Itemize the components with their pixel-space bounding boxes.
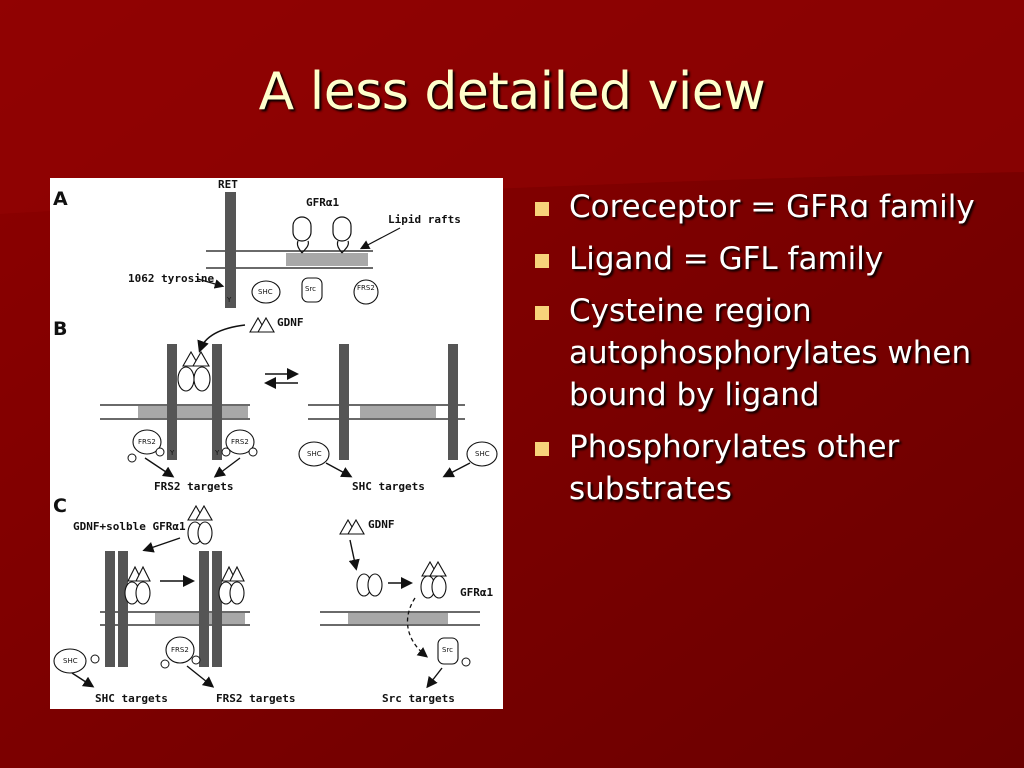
svg-text:Src: Src	[305, 285, 316, 293]
ret-label: RET	[218, 178, 238, 191]
square-bullet-icon	[535, 442, 549, 456]
svg-text:SHC: SHC	[63, 657, 78, 665]
bullet-item: Ligand = GFL family	[533, 238, 993, 280]
panel-c-membrane-right	[320, 612, 480, 625]
svg-text:FRS2: FRS2	[231, 438, 249, 446]
src-targets-label-c: Src targets	[382, 692, 455, 705]
svg-text:FRS2: FRS2	[171, 646, 189, 654]
ret-c-1	[105, 551, 115, 667]
frs2-targets-label-b: FRS2 targets	[154, 480, 233, 493]
gfra1-label-c: GFRα1	[460, 586, 493, 599]
bullet-text: Cysteine region autophosphorylates when …	[569, 293, 971, 413]
bullet-item: Coreceptor = GFRɑ family	[533, 186, 993, 228]
svg-text:Y: Y	[169, 449, 175, 457]
svg-text:FRS2: FRS2	[357, 284, 375, 292]
svg-text:SHC: SHC	[307, 450, 322, 458]
gdnf-label-c: GDNF	[368, 518, 395, 531]
svg-text:FRS2: FRS2	[138, 438, 156, 446]
slide-title: A less detailed view	[0, 62, 1024, 122]
panel-b-label: B	[53, 318, 67, 340]
gfra1-label: GFRα1	[306, 196, 339, 209]
svg-text:SHC: SHC	[475, 450, 490, 458]
signaling-diagram: A RET GFRα1 Lipid rafts 1062 tyrosine Y …	[50, 178, 503, 709]
shc-targets-label-b: SHC targets	[352, 480, 425, 493]
panel-a-label: A	[53, 188, 68, 210]
gdnf-label-b: GDNF	[277, 316, 304, 329]
ret-c-4	[212, 551, 222, 667]
ret-b-right-1	[339, 344, 349, 460]
lipid-rafts-label: Lipid rafts	[388, 213, 461, 226]
square-bullet-icon	[535, 254, 549, 268]
svg-text:Src: Src	[442, 646, 453, 654]
ret-c-3	[199, 551, 209, 667]
ret-c-2	[118, 551, 128, 667]
ret-b-left-2	[212, 344, 222, 460]
gdnf-soluble-label: GDNF+solble GFRα1	[73, 520, 186, 533]
gdnf-ligand-b	[250, 318, 274, 332]
svg-text:SHC: SHC	[258, 288, 273, 296]
ret-b-left-1	[167, 344, 177, 460]
square-bullet-icon	[535, 202, 549, 216]
panel-b-membrane-right	[308, 405, 465, 419]
panel-c-label: C	[53, 495, 67, 517]
tyrosine-label: 1062 tyrosine	[128, 272, 214, 285]
bullet-text: Phosphorylates other substrates	[569, 429, 899, 507]
frs2-targets-label-c: FRS2 targets	[216, 692, 295, 705]
gfra1-coreceptors	[293, 217, 351, 253]
shc-targets-label-c: SHC targets	[95, 692, 168, 705]
svg-text:Y: Y	[214, 449, 220, 457]
bullet-text: Coreceptor = GFRɑ family	[569, 189, 975, 225]
bullet-item: Phosphorylates other substrates	[533, 426, 993, 510]
square-bullet-icon	[535, 306, 549, 320]
ret-receptor	[225, 192, 236, 308]
bullet-item: Cysteine region autophosphorylates when …	[533, 290, 993, 416]
svg-text:Y: Y	[226, 296, 232, 304]
ret-b-right-2	[448, 344, 458, 460]
bullet-list: Coreceptor = GFRɑ family Ligand = GFL fa…	[533, 186, 993, 520]
bullet-text: Ligand = GFL family	[569, 241, 883, 277]
